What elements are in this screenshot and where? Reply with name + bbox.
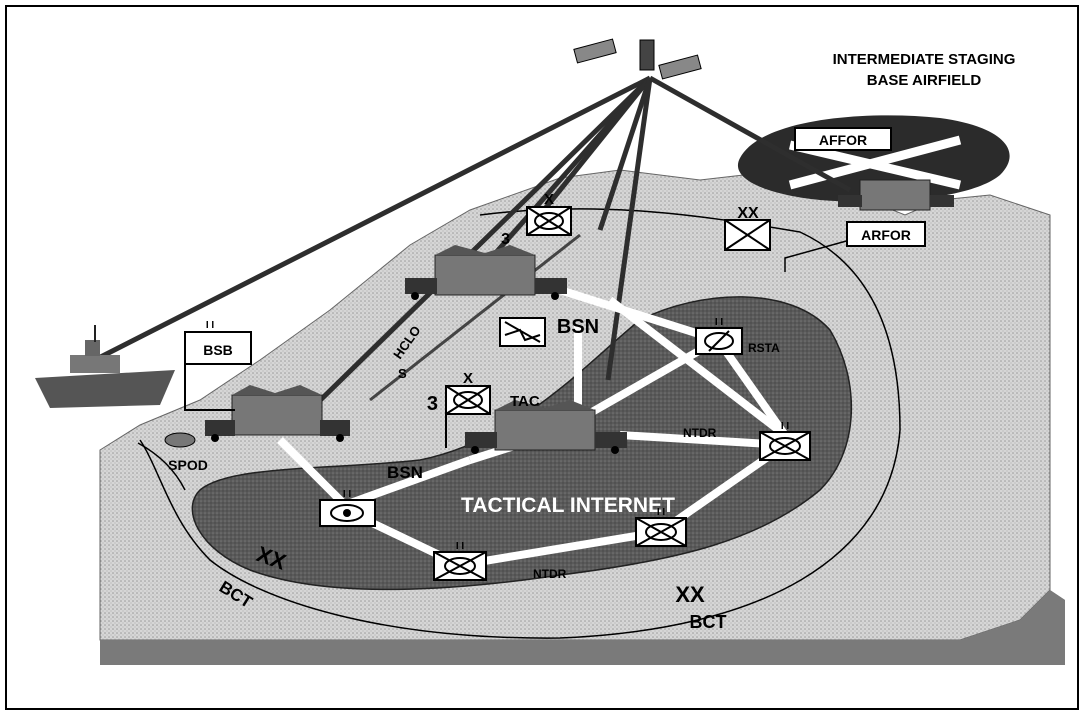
brigade-facility-icon — [405, 245, 567, 300]
bsn-lower-label: BSN — [387, 463, 423, 482]
x-top-marker: X — [544, 191, 554, 208]
unit-symbol-arfor-division — [724, 219, 771, 251]
ii-bsb-marker: I I — [206, 320, 215, 331]
arfor-label: ARFOR — [861, 227, 911, 243]
ii-mid-marker: I I — [657, 507, 666, 518]
bsn-upper-label: BSN — [557, 316, 599, 338]
unit-symbol-signal — [499, 317, 546, 347]
xx-right-marker: XX — [675, 582, 705, 607]
hclos-link — [369, 233, 581, 402]
tac-facility-icon — [465, 400, 627, 454]
ship-icon — [35, 325, 175, 408]
ii-rsta-marker: I I — [715, 317, 724, 328]
unit-symbol-battalion-bottom — [433, 551, 487, 581]
ntdr-right-label: NTDR — [683, 426, 717, 440]
runway-crossing — [788, 135, 962, 190]
ii-eye-marker: I I — [343, 489, 352, 500]
ii-right-marker: I I — [781, 421, 790, 432]
hclos-s-label: S — [398, 366, 407, 381]
unit-symbol-rsta — [695, 327, 743, 355]
tac-number: 3 — [427, 393, 438, 415]
brigade-top-number: 3 — [501, 231, 510, 248]
airfield-facility-icon — [838, 179, 954, 211]
title-line-1: INTERMEDIATE STAGING — [833, 51, 1016, 68]
affor-box — [794, 127, 892, 151]
outer-border — [5, 5, 1079, 710]
unit-symbol-battalion-right — [759, 431, 811, 461]
unit-symbol-recon-eye — [319, 499, 376, 527]
bsb-facility-icon — [205, 385, 350, 442]
affor-label: AFFOR — [819, 132, 867, 148]
unit-symbol-tac-brigade — [445, 385, 491, 448]
unit-symbol-battalion-mid — [635, 517, 687, 547]
tactical-internet-label: TACTICAL INTERNET — [461, 494, 675, 517]
satellite-icon — [573, 38, 702, 80]
arfor-box — [846, 221, 926, 247]
bct-right-label: BCT — [690, 612, 727, 632]
tac-label: TAC — [510, 393, 540, 410]
unit-symbol-bsb — [184, 331, 252, 411]
unit-symbol-brigade-top — [526, 206, 572, 236]
spod-marker — [164, 432, 196, 448]
rsta-label: RSTA — [748, 341, 780, 355]
spod-label: SPOD — [168, 457, 208, 473]
bsb-label: BSB — [203, 342, 233, 358]
coast-line — [137, 442, 186, 491]
ii-bottom-marker: I I — [456, 541, 465, 552]
arfor-pointer — [784, 239, 851, 272]
x-tac-marker: X — [463, 370, 473, 387]
title-line-2: BASE AIRFIELD — [867, 72, 982, 89]
xx-arfor-marker: XX — [737, 205, 759, 222]
ntdr-bottom-label: NTDR — [533, 567, 567, 581]
satellite-links — [73, 75, 852, 422]
